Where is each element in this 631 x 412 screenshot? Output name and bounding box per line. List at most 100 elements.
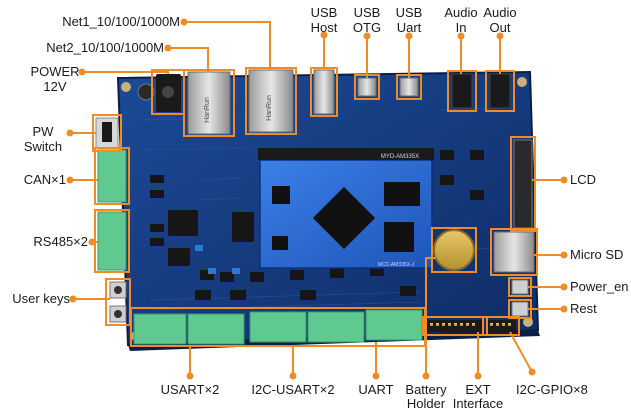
smd-components [150,150,484,300]
cpu-chip [312,186,376,250]
cpu-module: MYD-AM335X MCC-AM335X-J [258,148,434,269]
highlight-usb-host [310,67,338,117]
callout-dot-audio-out [496,32,504,40]
power-jack [156,74,181,112]
label-rest: Rest [570,301,597,316]
label-usart: USART×2 [160,382,220,397]
usb-otg-connector [357,77,377,97]
label-micro-sd: Micro SD [570,247,624,262]
highlight-net1 [245,67,297,135]
highlight-ext [422,316,488,336]
label-can: CAN×1 [23,172,66,187]
callout-dot-i2c-usart [289,372,297,380]
label-user-keys: User keys [12,291,70,306]
power-en-button [511,279,529,295]
highlight-lcd [510,136,536,232]
callout-dot-net2 [164,44,172,52]
label-rs485: RS485×2 [33,234,88,249]
label-audio-out: Audio [483,5,517,20]
callout-dot-battery [422,372,430,380]
callout-dot-usb-uart [405,32,413,40]
callout-dot-user-keys [69,295,77,303]
svg-text:HanRun: HanRun [266,95,273,121]
lcd-connector [513,139,533,229]
label-usb-otg: USB [353,5,381,20]
label-ext: EXT [465,382,491,397]
highlight-i2c-gpio [482,316,520,336]
label-net2: Net2_10/100/1000M [46,40,164,55]
ethernet-jack-2: HanRun [187,71,231,135]
callout-dot-micro-sd [560,251,568,259]
svg-text:MYD-AM335X: MYD-AM335X [381,154,419,160]
ram-chip [384,182,420,206]
callout-dot-i2c-gpio [528,368,536,376]
power-switch [95,117,119,149]
bottom-terminal-blocks [133,309,423,345]
micro-sd-slot [493,231,535,273]
highlight-rs485 [94,209,130,273]
callout-dots [66,18,568,380]
callout-line-net2 [168,47,209,72]
highlight-audio-out [485,70,515,112]
highlight-can [94,147,130,205]
label-audio-out-2: Out [489,20,511,35]
label-net1: Net1_10/100/1000M [62,14,180,29]
user-key-buttons [109,281,127,323]
highlight-usb-uart [396,74,422,100]
label-ext-interface: Interface [452,396,504,411]
label-i2c-usart: I2C-USART×2 [251,382,335,397]
usb-uart-connector [399,77,419,97]
callout-dot-can [66,176,74,184]
callout-dot-lcd [560,176,568,184]
battery-holder [433,229,475,271]
callout-line-net1 [184,21,271,70]
highlight-power-en [508,277,532,297]
highlight-usb-otg [354,74,380,100]
callout-dot-usb-host [320,31,328,39]
highlight-boxes [92,67,538,347]
callout-dot-uart [372,372,380,380]
header-pins [430,323,511,326]
label-uart: UART [358,382,394,397]
callout-dot-audio-in [457,32,465,40]
svg-text:MCC-AM335X-J: MCC-AM335X-J [378,262,415,268]
audio-out-jack [489,73,511,109]
callout-dot-ext [474,372,482,380]
highlight-bottom-terminals [130,307,426,347]
can-terminal-block [97,149,127,203]
label-power-voltage: 12V [43,79,67,94]
highlight-pw-switch [92,114,122,152]
jumpers [195,245,240,274]
label-battery: Battery [405,382,447,397]
label-pw: PW [32,124,54,139]
electrolytic-capacitor [137,83,155,101]
highlight-battery [431,227,477,273]
usb-host-connector [313,69,335,115]
label-i2c-gpio: I2C-GPIO×8 [516,382,588,397]
label-usb-uart-2: Uart [396,20,422,35]
rs485-terminal-block [97,211,127,271]
label-power: POWER [30,64,80,79]
callout-dot-rest [560,305,568,313]
label-battery-holder: Holder [406,396,446,411]
callout-line-power [82,71,169,74]
audio-in-jack [451,73,473,109]
ethernet-jack-1: HanRun [248,69,294,133]
svg-text:HanRun: HanRun [204,97,211,123]
flash-chip [384,222,414,252]
callout-dot-usart [186,372,194,380]
callout-dot-net1 [180,18,188,26]
label-audio-in: Audio [444,5,478,20]
callout-dot-rs485 [88,238,96,246]
label-usb-uart: USB [395,5,423,20]
callout-dot-power [78,68,86,76]
label-audio-in-2: In [455,20,467,35]
label-usb-host-2: Host [310,20,338,35]
callout-dot-pw-switch [66,129,74,137]
label-usb-host: USB [310,5,338,20]
callout-line-i2c-gpio [509,331,533,373]
callout-dot-usb-otg [363,32,371,40]
callout-dot-power-en [560,283,568,291]
highlight-audio-in [447,70,477,112]
